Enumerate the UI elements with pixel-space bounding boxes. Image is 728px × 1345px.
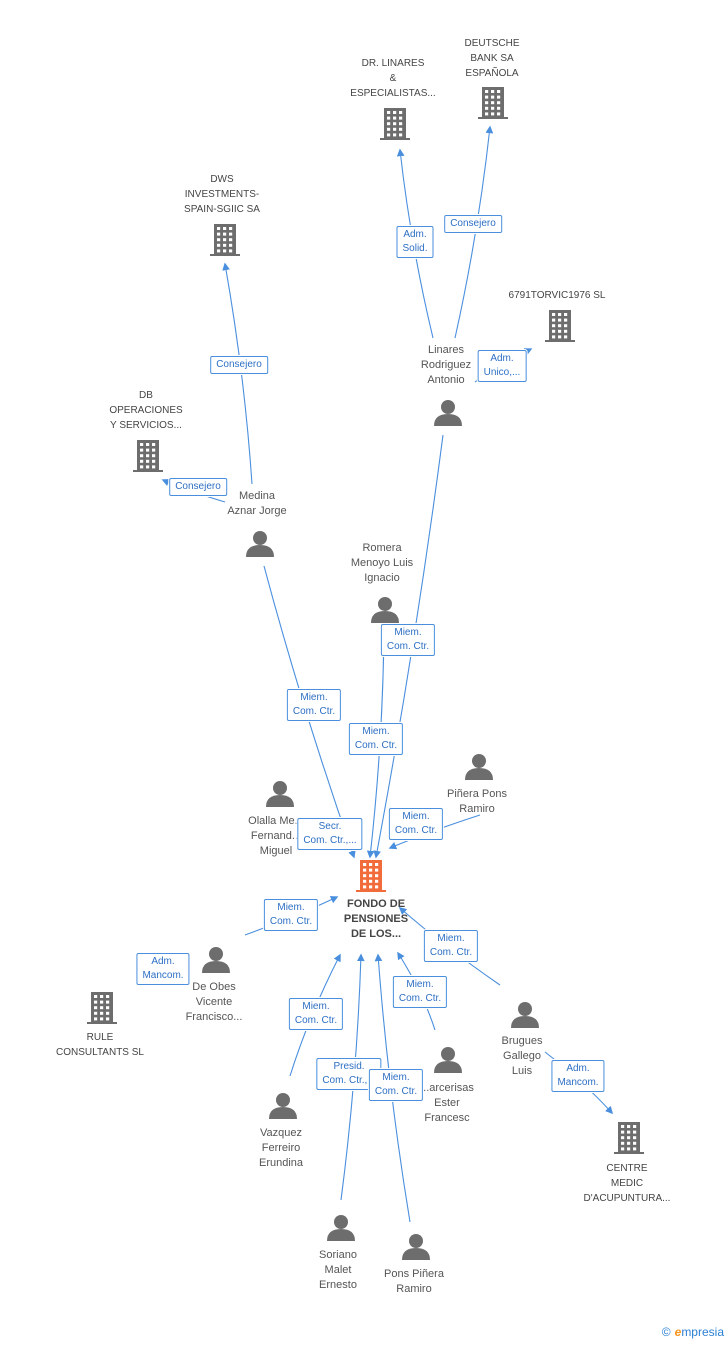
person-icon[interactable]: [327, 1215, 355, 1241]
brand-name: mpresia: [681, 1325, 724, 1339]
relation-label-r14[interactable]: Miem.Com. Ctr.: [392, 976, 448, 1008]
building-icon[interactable]: [210, 224, 240, 256]
person-icon[interactable]: [371, 597, 399, 623]
company-label-dr_linares[interactable]: DR. LINARES&ESPECIALISTAS...: [350, 58, 436, 99]
relation-label-r16[interactable]: Miem.Com. Ctr.: [288, 998, 344, 1030]
brand-logo-e: e: [674, 1325, 682, 1339]
relation-label-r4[interactable]: Consejero: [210, 356, 268, 374]
icons-layer: [87, 87, 644, 1260]
building-icon[interactable]: [87, 992, 117, 1024]
relation-label-r6[interactable]: Miem.Com. Ctr.: [380, 624, 436, 656]
person-icon[interactable]: [269, 1093, 297, 1119]
relation-label-r2[interactable]: Consejero: [444, 215, 502, 233]
relation-label-r17[interactable]: Presid.Com. Ctr.,...: [316, 1058, 382, 1090]
relation-label-r3[interactable]: Adm.Unico,...: [477, 350, 527, 382]
copyright-symbol: ©: [661, 1325, 671, 1339]
person-icon[interactable]: [434, 1047, 462, 1073]
person-icon[interactable]: [434, 400, 462, 426]
company-label-torvic[interactable]: 6791TORVIC1976 SL: [508, 290, 606, 301]
relation-label-r7[interactable]: Miem.Com. Ctr.: [286, 689, 342, 721]
person-icon[interactable]: [465, 754, 493, 780]
relation-label-r1[interactable]: Adm.Solid.: [396, 226, 434, 258]
building-icon[interactable]: [478, 87, 508, 119]
relation-label-r5[interactable]: Consejero: [169, 478, 227, 496]
relation-label-r18[interactable]: Miem.Com. Ctr.: [368, 1069, 424, 1101]
building-icon[interactable]: [133, 440, 163, 472]
relation-label-r8[interactable]: Miem.Com. Ctr.: [348, 723, 404, 755]
person-icon[interactable]: [246, 531, 274, 557]
relation-label-r12[interactable]: Adm.Mancom.: [136, 953, 190, 985]
footer-brand[interactable]: ©empresia: [662, 1325, 724, 1339]
person-icon[interactable]: [266, 781, 294, 807]
relation-edge: [222, 262, 253, 485]
relation-label-r11[interactable]: Miem.Com. Ctr.: [263, 899, 319, 931]
person-icon[interactable]: [402, 1234, 430, 1260]
person-icon[interactable]: [511, 1002, 539, 1028]
person-label-olalla[interactable]: Olalla Me...Fernand...Miguel: [248, 815, 304, 857]
building-icon[interactable]: [614, 1122, 644, 1154]
relation-label-r15[interactable]: Adm.Mancom.: [551, 1060, 605, 1092]
relation-label-r9[interactable]: Miem.Com. Ctr.: [388, 808, 444, 840]
relation-label-r13[interactable]: Miem.Com. Ctr.: [423, 930, 479, 962]
relation-label-r10[interactable]: Secr.Com. Ctr.,...: [297, 818, 363, 850]
person-icon[interactable]: [202, 947, 230, 973]
main-company-icon[interactable]: [356, 860, 386, 892]
building-icon[interactable]: [380, 108, 410, 140]
building-icon[interactable]: [545, 310, 575, 342]
